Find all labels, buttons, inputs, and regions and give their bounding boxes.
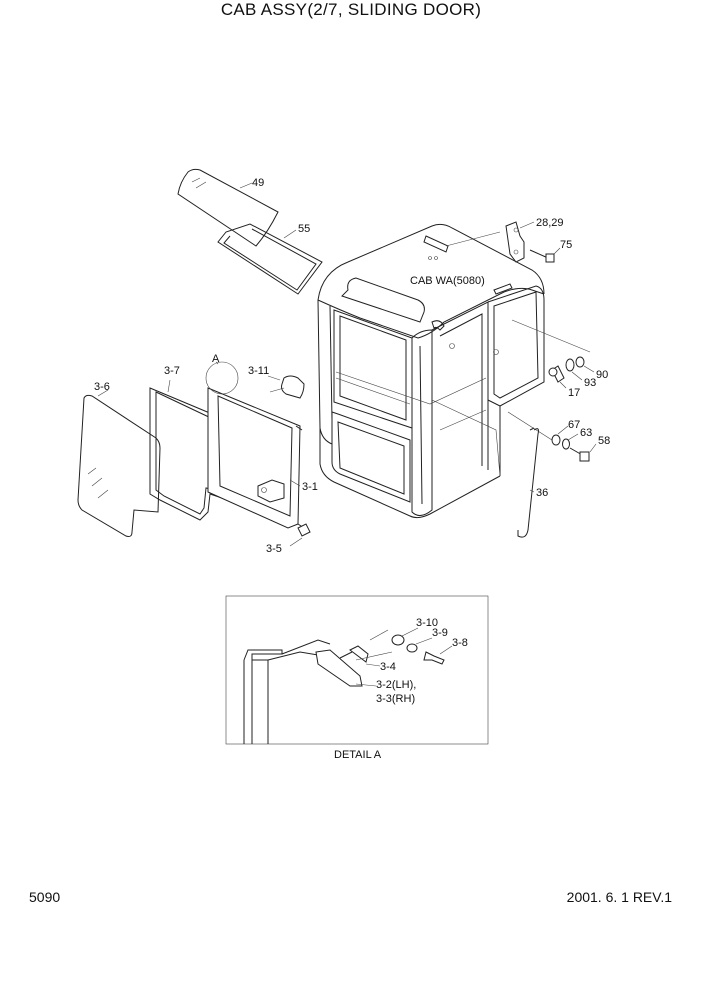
label-3-7: 3-7 xyxy=(164,365,180,377)
detail-a-caption: DETAIL A xyxy=(334,749,382,761)
part-36-rod xyxy=(517,427,539,538)
detail-a-box xyxy=(225,595,489,745)
label-cab-wa: CAB WA(5080) xyxy=(410,275,485,287)
label-3-10: 3-10 xyxy=(416,617,438,629)
label-90: 90 xyxy=(596,369,608,381)
label-3-6: 3-6 xyxy=(94,381,110,393)
label-3-4: 3-4 xyxy=(380,661,396,673)
label-17: 17 xyxy=(568,387,580,399)
part-63-washer xyxy=(562,438,570,450)
label-49: 49 xyxy=(252,177,264,189)
part-90-washer xyxy=(575,356,585,368)
label-3-5: 3-5 xyxy=(266,543,282,555)
label-55: 55 xyxy=(298,223,310,235)
label-3-3: 3-3(RH) xyxy=(376,693,415,705)
label-75: 75 xyxy=(560,239,572,251)
label-36: 36 xyxy=(536,487,548,499)
label-detail-a-marker: A xyxy=(212,353,220,365)
page-title: CAB ASSY(2/7, SLIDING DOOR) xyxy=(220,0,482,19)
revision-date: 2001. 6. 1 REV.1 xyxy=(566,889,672,905)
label-3-9: 3-9 xyxy=(432,627,448,639)
part-3-1-door-frame xyxy=(207,387,303,529)
label-3-8: 3-8 xyxy=(452,637,468,649)
part-17-pin xyxy=(548,365,565,383)
label-3-1: 3-1 xyxy=(302,481,318,493)
label-67: 67 xyxy=(568,419,580,431)
part-67-washer xyxy=(551,434,561,446)
part-58-bolt xyxy=(569,447,590,462)
label-93: 93 xyxy=(584,377,596,389)
part-75-bolt xyxy=(529,249,555,263)
label-3-11: 3-11 xyxy=(248,365,269,377)
cab-frame xyxy=(317,223,545,519)
part-3-6-door-glass xyxy=(77,394,161,537)
label-28-29: 28,29 xyxy=(536,217,564,229)
page-number: 5090 xyxy=(29,889,61,905)
part-3-5-roller xyxy=(297,523,311,537)
part-3-11-handle xyxy=(281,375,305,399)
part-49-roof-glass xyxy=(177,168,279,247)
part-93-washer xyxy=(565,358,575,372)
label-63: 63 xyxy=(580,427,592,439)
part-55-roof-seal xyxy=(217,223,323,295)
label-58: 58 xyxy=(598,435,610,447)
part-28-29-bracket xyxy=(505,221,525,263)
label-3-2: 3-2(LH), xyxy=(376,679,416,691)
